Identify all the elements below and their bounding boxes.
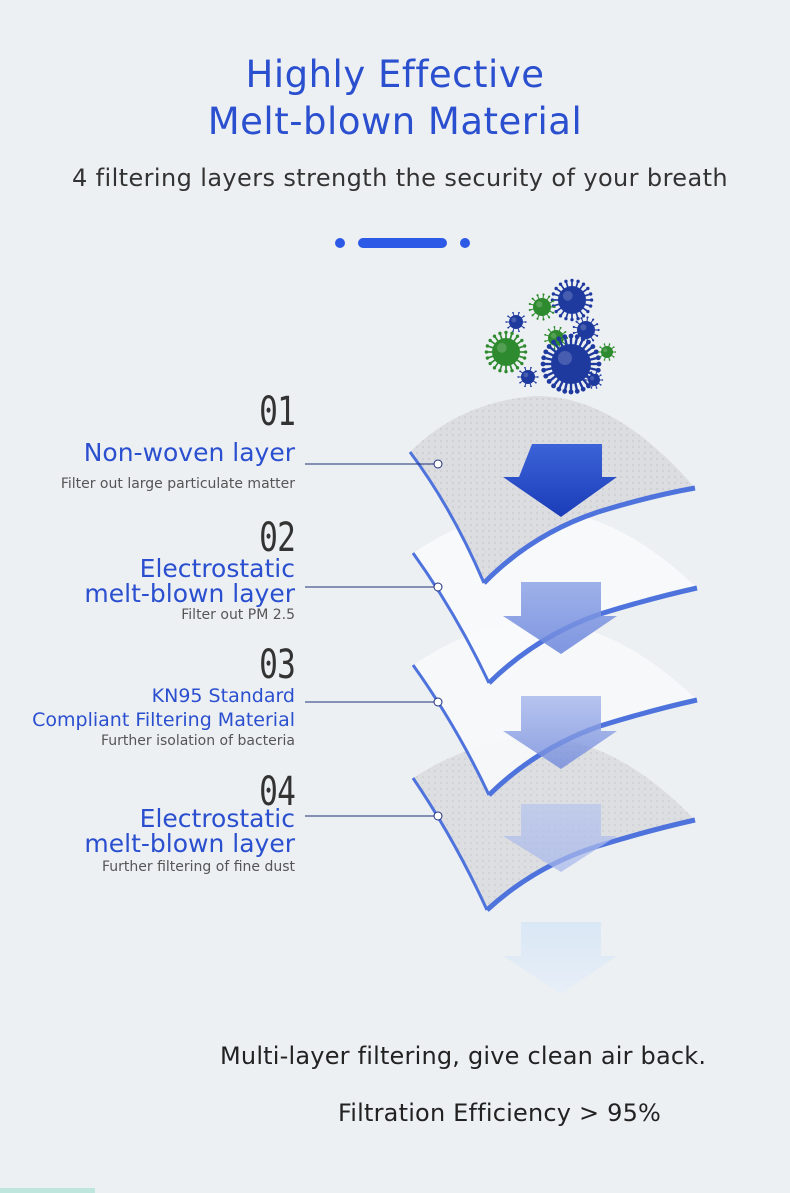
down-arrow-icon [503, 444, 617, 517]
layer-1-description: Filter out large particulate matter [60, 476, 295, 492]
layer-3-number: 03 [258, 642, 296, 688]
down-arrow-icon [503, 696, 617, 769]
layer-1-number: 01 [258, 389, 296, 435]
page-title-line1: Highly Effective [245, 53, 545, 96]
section-divider-dots [0, 237, 790, 249]
leader-lines [305, 459, 443, 821]
layer-4-name-line2: melt-blown layer [84, 829, 295, 858]
divider-dot-right [460, 238, 470, 248]
divider-dot-left [335, 238, 345, 248]
layer-4-name-line1: Electrostatic [139, 804, 295, 833]
down-arrow-icon [503, 804, 617, 872]
layer-3-description: Further isolation of bacteria [100, 733, 295, 749]
page-title-line2: Melt-blown Material [207, 100, 583, 143]
layer-2-description: Filter out PM 2.5 [181, 607, 295, 623]
footer-tagline: Multi-layer filtering, give clean air ba… [220, 1042, 707, 1070]
divider-bar [358, 238, 447, 248]
layer-3-name-line1: KN95 Standard [151, 685, 295, 707]
virus-cluster-icon [484, 278, 617, 395]
layer-2-name-line2: melt-blown layer [84, 579, 295, 608]
filtration-efficiency: Filtration Efficiency > 95% [338, 1099, 662, 1127]
layer-4-number: 04 [258, 769, 296, 815]
layer-1-name: Non-woven layer [83, 438, 295, 467]
down-arrow-icon [503, 922, 617, 994]
layer-3-name-line2: Compliant Filtering Material [32, 709, 295, 731]
layer-4-description: Further filtering of fine dust [101, 859, 295, 875]
layer-2-name-line1: Electrostatic [139, 554, 295, 583]
down-arrow-icon [503, 582, 617, 654]
layer-2-number: 02 [258, 515, 296, 561]
page-subtitle: 4 filtering layers strength the security… [71, 164, 729, 192]
bottom-accent-strip [0, 1188, 95, 1193]
